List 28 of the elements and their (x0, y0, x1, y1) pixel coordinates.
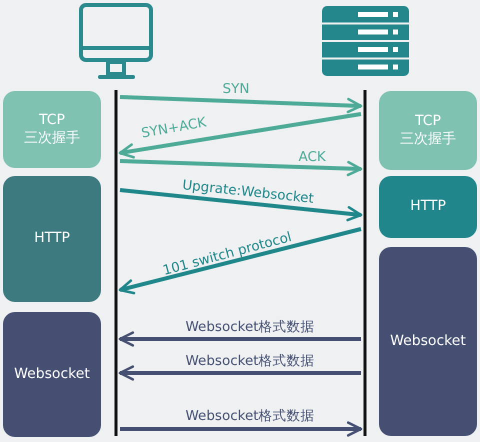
arrow (120, 421, 362, 437)
arrow (118, 227, 362, 294)
phase-label: TCP 三次握手 (23, 112, 81, 147)
arrow (120, 95, 362, 114)
arrow (120, 159, 362, 176)
edge-label: ACK (298, 149, 326, 165)
lifeline (114, 90, 118, 436)
phase-box (3, 312, 101, 437)
phase-box (3, 91, 101, 168)
phase-label: TCP 三次握手 (399, 113, 457, 148)
arrow (120, 188, 362, 222)
edge-label: Websocket格式数据 (186, 407, 315, 425)
phase-label: Websocket (14, 366, 90, 384)
edge-label: Websocket格式数据 (186, 318, 315, 336)
phase-label: Websocket (390, 332, 466, 350)
edge-label: SYN+ACK (140, 114, 208, 142)
edge-label: SYN (222, 81, 250, 97)
phase-box (379, 176, 477, 238)
arrow (118, 112, 362, 159)
arrow (118, 365, 361, 381)
phase-box (379, 91, 477, 170)
phase-box (379, 247, 477, 436)
phase-box (3, 176, 101, 302)
edge-label: Websocket格式数据 (186, 352, 315, 370)
lifeline (364, 90, 366, 436)
phase-label: HTTP (410, 198, 446, 216)
arrow (118, 331, 361, 347)
phase-label: HTTP (34, 230, 70, 248)
